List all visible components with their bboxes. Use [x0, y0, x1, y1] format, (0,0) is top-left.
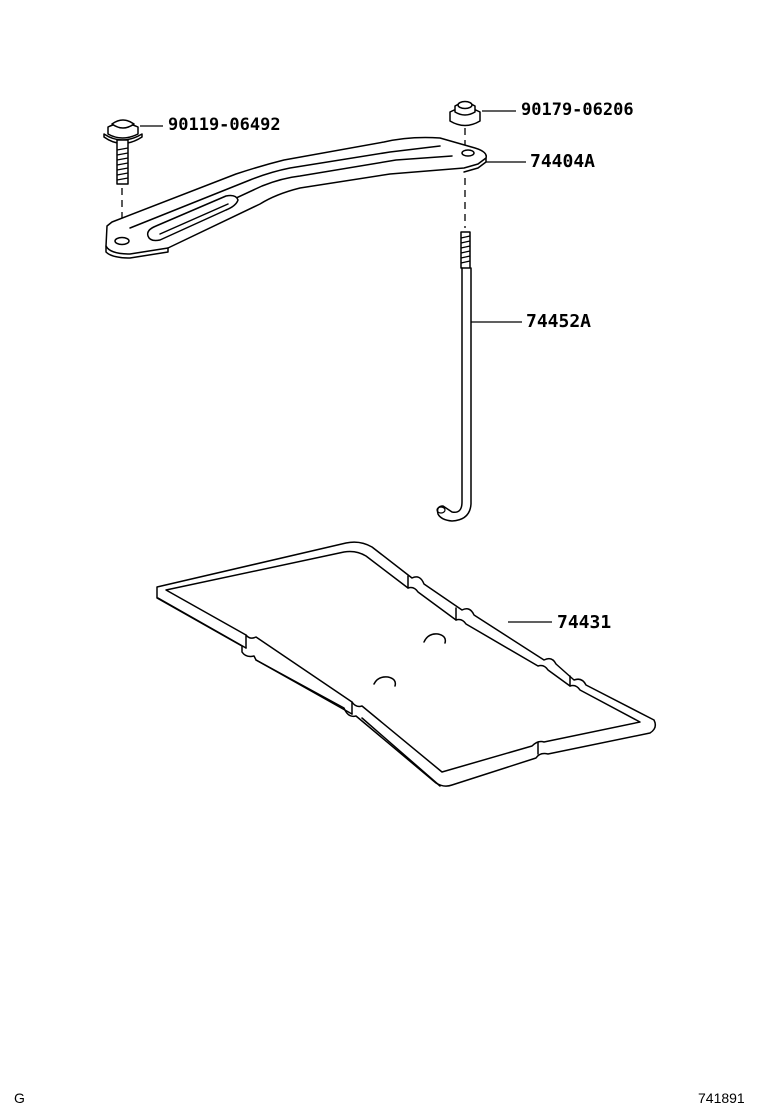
rod-part-number: 74452A — [526, 311, 592, 332]
clamp-part-number: 74404A — [530, 151, 596, 172]
tray — [156, 541, 657, 787]
nut — [449, 100, 481, 127]
clamp — [105, 136, 488, 259]
footer-figure-number: 741891 — [698, 1090, 745, 1106]
rod — [436, 231, 472, 522]
nut-part-number: 90179-06206 — [521, 100, 634, 120]
footer-left-code: G — [14, 1090, 25, 1106]
tray-part-number: 74431 — [557, 612, 612, 633]
bolt — [103, 119, 143, 185]
bolt-part-number: 90119-06492 — [168, 115, 281, 135]
